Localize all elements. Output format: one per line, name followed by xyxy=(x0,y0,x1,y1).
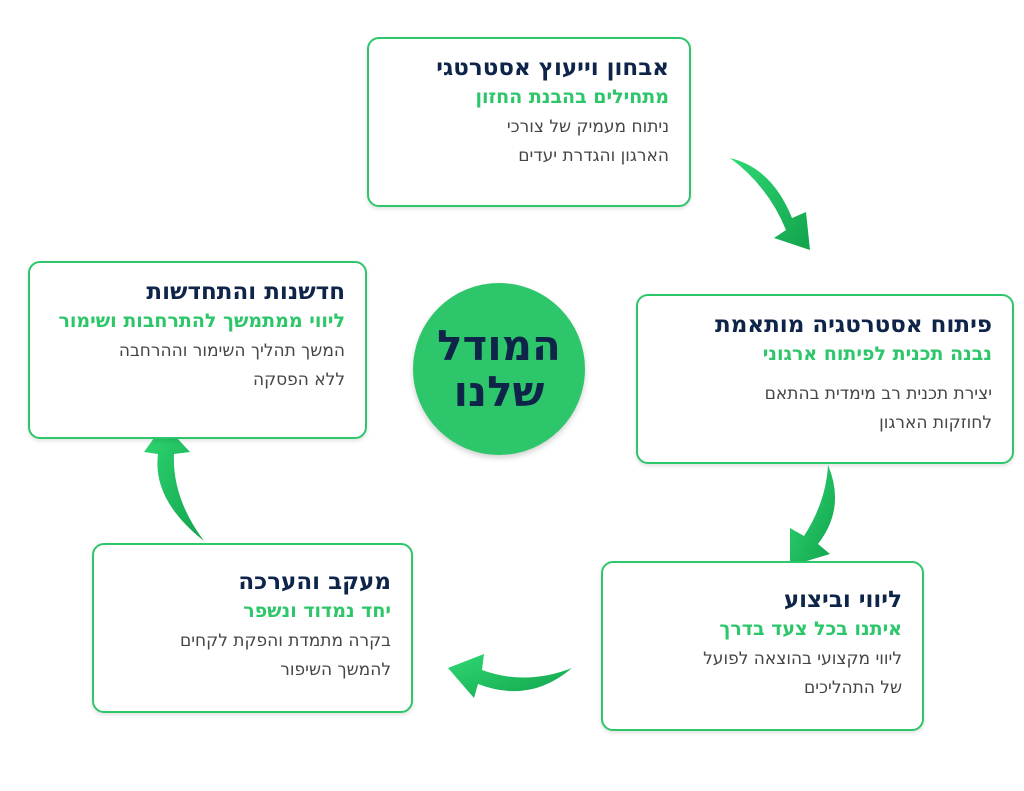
stage-description: בקרה מתמדת והפקת לקחים להמשך השיפור xyxy=(110,627,391,685)
stage-desc-line: של התהליכים xyxy=(803,678,902,698)
stage-title: חדשנות והתחדשות xyxy=(146,279,345,305)
stage-desc-line: יצירת תכנית רב מימדית בהתאם xyxy=(764,384,992,404)
stage-desc-line: ללא הפסקה xyxy=(252,370,345,390)
stage-title: אבחון וייעוץ אסטרטגי xyxy=(436,55,669,81)
stage-desc-line: ליווי מקצועי בהוצאה לפועל xyxy=(703,649,902,669)
center-title-line: שלנו xyxy=(453,367,545,416)
stage-title: פיתוח אסטרטגיה מותאמת xyxy=(715,312,992,338)
stage-desc-line: ניתוח מעמיק של צורכי xyxy=(506,117,669,137)
stage-title: ליווי וביצוע xyxy=(783,587,902,613)
stage-desc-line: הארגון והגדרת יעדים xyxy=(518,146,669,166)
stage-subtitle: מתחילים בהבנת החזון xyxy=(475,86,670,108)
stage-card-evaluation: מעקב והערכה יחד נמדוד ונשפר בקרה מתמדת ו… xyxy=(92,543,413,713)
curved-arrow-icon xyxy=(144,424,204,541)
curved-arrow-icon xyxy=(790,465,836,566)
stage-subtitle: איתנו בכל צעד בדרך xyxy=(719,618,902,640)
stage-subtitle: יחד נמדוד ונשפר xyxy=(243,600,391,622)
stage-desc-line: להמשך השיפור xyxy=(280,660,391,680)
curved-arrow-icon xyxy=(448,654,572,698)
stage-title: מעקב והערכה xyxy=(238,569,391,595)
stage-card-diagnosis: אבחון וייעוץ אסטרטגי מתחילים בהבנת החזון… xyxy=(367,37,691,207)
stage-card-innovation: חדשנות והתחדשות ליווי ממתמשך להתרחבות וש… xyxy=(28,261,367,439)
stage-description: ניתוח מעמיק של צורכי הארגון והגדרת יעדים xyxy=(385,113,669,171)
stage-desc-line: לחוזקות הארגון xyxy=(879,413,992,433)
stage-desc-line: בקרה מתמדת והפקת לקחים xyxy=(179,631,391,651)
stage-card-strategy: פיתוח אסטרטגיה מותאמת נבנה תכנית לפיתוח … xyxy=(636,294,1014,464)
stage-card-execution: ליווי וביצוע איתנו בכל צעד בדרך ליווי מק… xyxy=(601,561,924,731)
stage-description: ליווי מקצועי בהוצאה לפועל של התהליכים xyxy=(619,645,902,703)
stage-subtitle: ליווי ממתמשך להתרחבות ושימור xyxy=(58,310,345,332)
center-circle: המודל שלנו xyxy=(413,283,585,455)
stage-description: המשך תהליך השימור וההרחבה ללא הפסקה xyxy=(46,337,345,395)
stage-subtitle: נבנה תכנית לפיתוח ארגוני xyxy=(762,343,992,365)
stage-description: יצירת תכנית רב מימדית בהתאם לחוזקות הארג… xyxy=(654,380,992,438)
curved-arrow-icon xyxy=(730,158,810,250)
stage-desc-line: המשך תהליך השימור וההרחבה xyxy=(118,341,345,361)
center-title-line: המודל xyxy=(437,321,561,370)
